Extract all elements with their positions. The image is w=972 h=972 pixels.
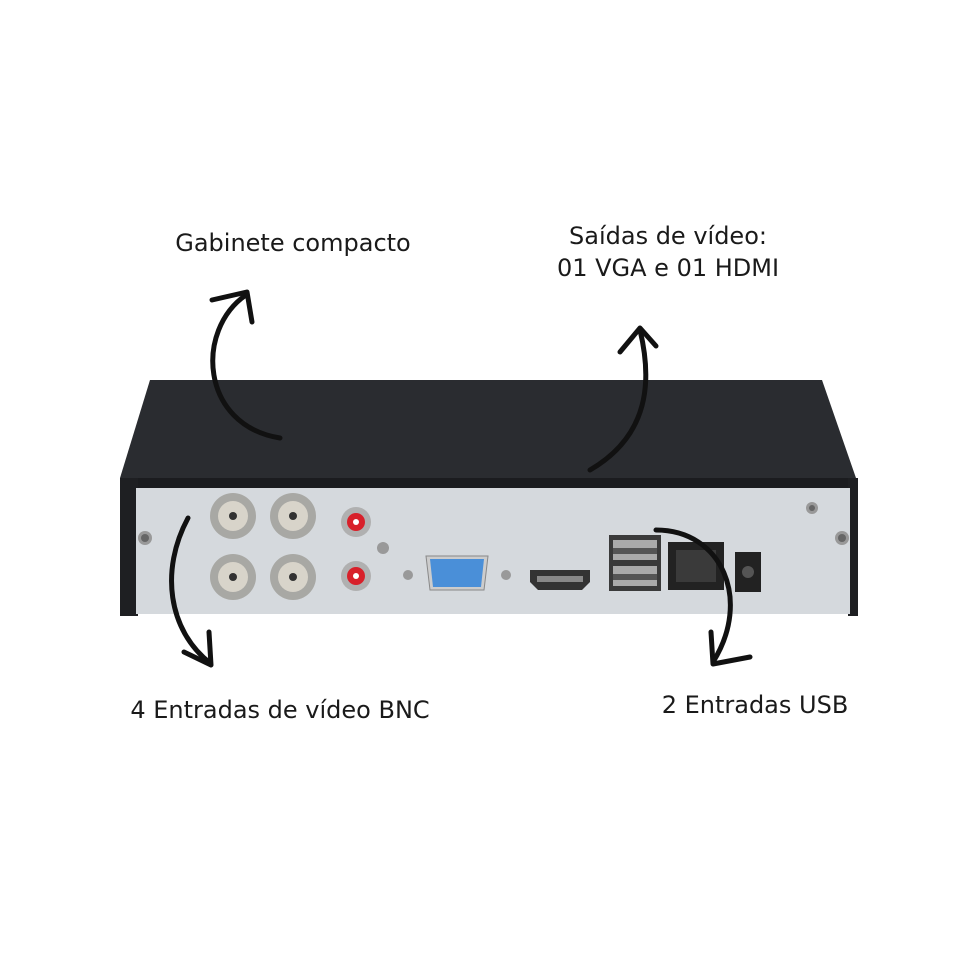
bnc-port-4 xyxy=(270,554,316,600)
usb-ports xyxy=(609,535,661,591)
case-top xyxy=(120,380,856,478)
bnc-port-3 xyxy=(210,554,256,600)
arrow-bnc-inputs xyxy=(169,515,214,668)
vga-port xyxy=(425,555,489,591)
label-bnc-inputs: 4 Entradas de vídeo BNC xyxy=(130,696,430,724)
ethernet-port xyxy=(668,542,724,590)
bnc-connectors xyxy=(210,493,316,600)
rca-audio-in xyxy=(341,507,371,537)
arrow-usb-inputs xyxy=(653,527,753,667)
rca-audio-out xyxy=(341,561,371,591)
label-cabinet: Gabinete compacto xyxy=(175,229,411,257)
label-video-outputs-line2: 01 VGA e 01 HDMI xyxy=(556,254,780,282)
label-usb-inputs: 2 Entradas USB xyxy=(661,691,849,719)
label-video-outputs-line1: Saídas de vídeo: xyxy=(569,222,767,250)
screw-icon xyxy=(138,531,152,545)
bnc-port-1 xyxy=(210,493,256,539)
hdmi-port xyxy=(530,570,590,590)
arrow-video-outputs xyxy=(587,325,659,473)
power-jack xyxy=(735,552,761,592)
case-left-side xyxy=(120,478,138,616)
dvr-device xyxy=(120,380,858,616)
screw-icon xyxy=(835,531,849,545)
case-right-side xyxy=(848,478,858,616)
arrow-cabinet xyxy=(209,289,283,441)
screw-icon xyxy=(806,502,818,514)
bnc-port-2 xyxy=(270,493,316,539)
